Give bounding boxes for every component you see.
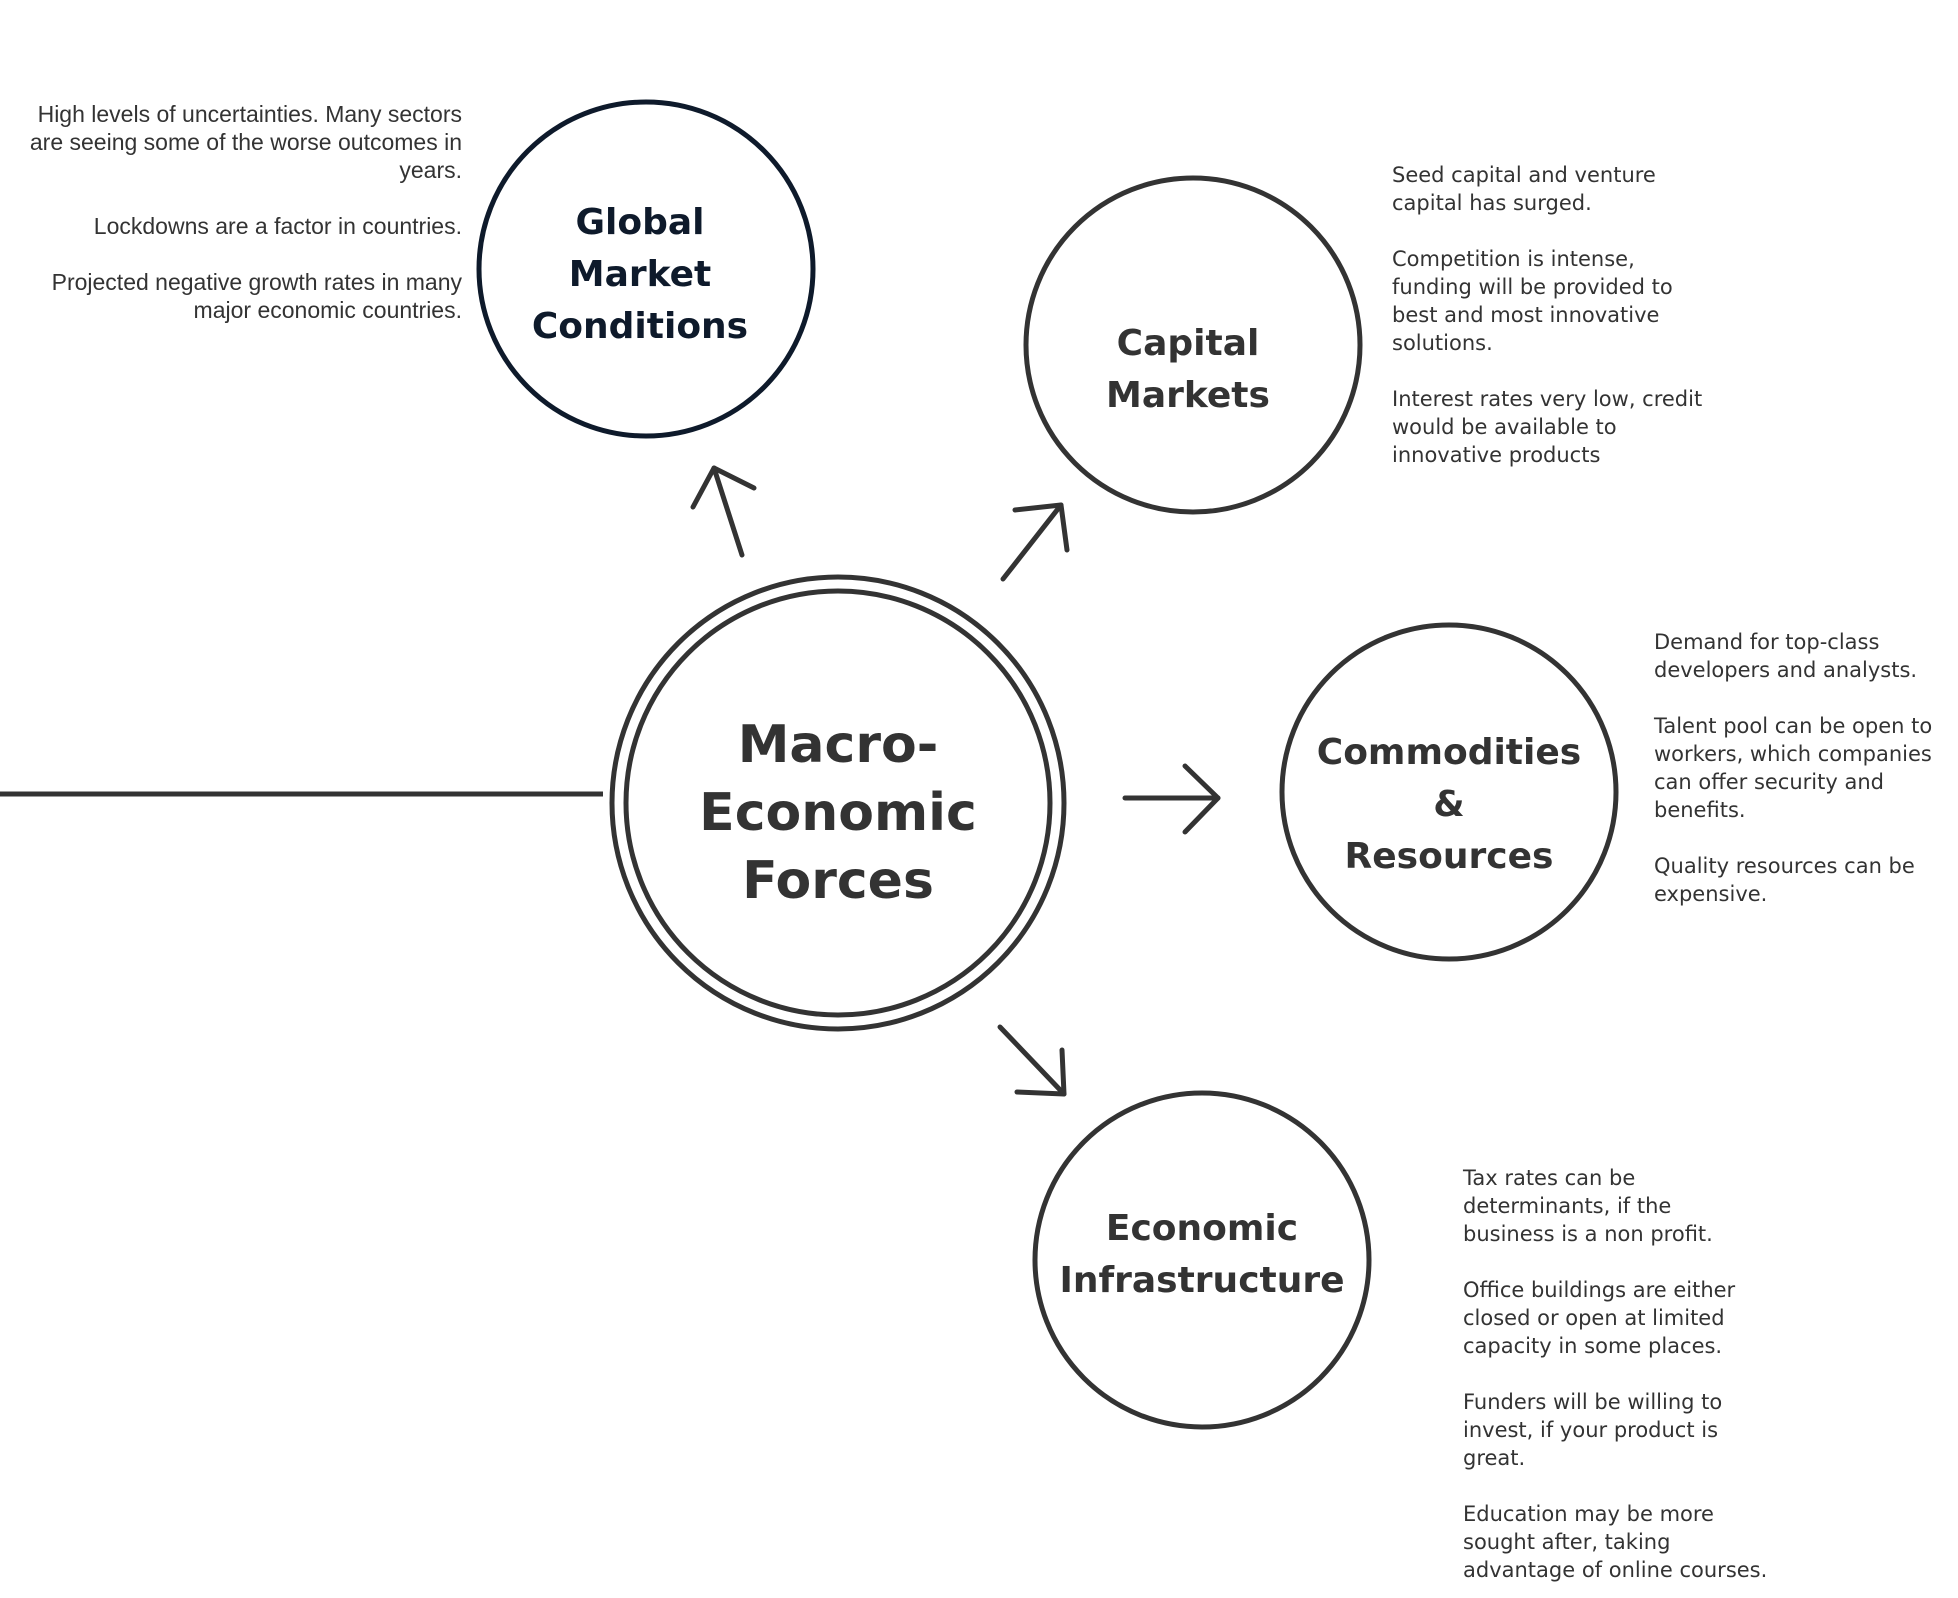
- commodities-notes: Demand for top-class developers and anal…: [1654, 628, 1954, 908]
- global-market-notes: High levels of uncertainties. Many secto…: [0, 100, 462, 324]
- commodities-note-2: Talent pool can be open to workers, whic…: [1654, 714, 1933, 822]
- arrow-to-global-market: [690, 465, 757, 558]
- center-title: Macro- Economic Forces: [658, 693, 1018, 933]
- infrastructure-title-text: Economic Infrastructure: [1059, 1208, 1345, 1301]
- infrastructure-title: Economic Infrastructure: [1052, 1195, 1352, 1315]
- center-title-text: Macro- Economic Forces: [699, 715, 977, 911]
- commodities-title-text: Commodities & Resources: [1316, 732, 1582, 877]
- global-market-title-text: Global Market Conditions: [531, 202, 749, 347]
- infrastructure-note-4: Education may be more sought after, taki…: [1463, 1502, 1768, 1582]
- global-market-note-2: Lockdowns are a factor in countries.: [93, 213, 462, 239]
- capital-markets-note-2: Competition is intense, funding will be …: [1392, 247, 1673, 355]
- infrastructure-circle: [1032, 1090, 1372, 1430]
- commodities-title: Commodities & Resources: [1299, 725, 1599, 885]
- commodities-note-3: Quality resources can be expensive.: [1654, 854, 1915, 906]
- commodities-circle: [1279, 622, 1619, 962]
- capital-markets-title-text: Capital Markets: [1106, 323, 1270, 416]
- global-market-circle: [476, 99, 816, 439]
- arrow-to-commodities: [1122, 763, 1221, 835]
- infrastructure-note-2: Office buildings are either closed or op…: [1463, 1278, 1736, 1358]
- commodities-note-1: Demand for top-class developers and anal…: [1654, 630, 1918, 682]
- center-inner-ring: [623, 588, 1053, 1018]
- capital-markets-notes: Seed capital and venture capital has sur…: [1392, 161, 1752, 469]
- infrastructure-note-3: Funders will be willing to invest, if yo…: [1463, 1390, 1723, 1470]
- global-market-note-3: Projected negative growth rates in many …: [51, 269, 462, 323]
- global-market-title: Global Market Conditions: [500, 200, 780, 350]
- center-outer-ring: [609, 574, 1067, 1032]
- infrastructure-notes: Tax rates can be determinants, if the bu…: [1463, 1164, 1823, 1584]
- capital-markets-title: Capital Markets: [1053, 310, 1323, 430]
- capital-markets-note-3: Interest rates very low, credit would be…: [1392, 387, 1703, 467]
- capital-markets-note-1: Seed capital and venture capital has sur…: [1392, 163, 1656, 215]
- arrow-to-infrastructure: [997, 1024, 1067, 1097]
- infrastructure-note-1: Tax rates can be determinants, if the bu…: [1463, 1166, 1713, 1246]
- arrow-to-capital-markets: [1000, 502, 1070, 582]
- global-market-note-1: High levels of uncertainties. Many secto…: [29, 101, 462, 183]
- capital-markets-circle: [1023, 175, 1363, 515]
